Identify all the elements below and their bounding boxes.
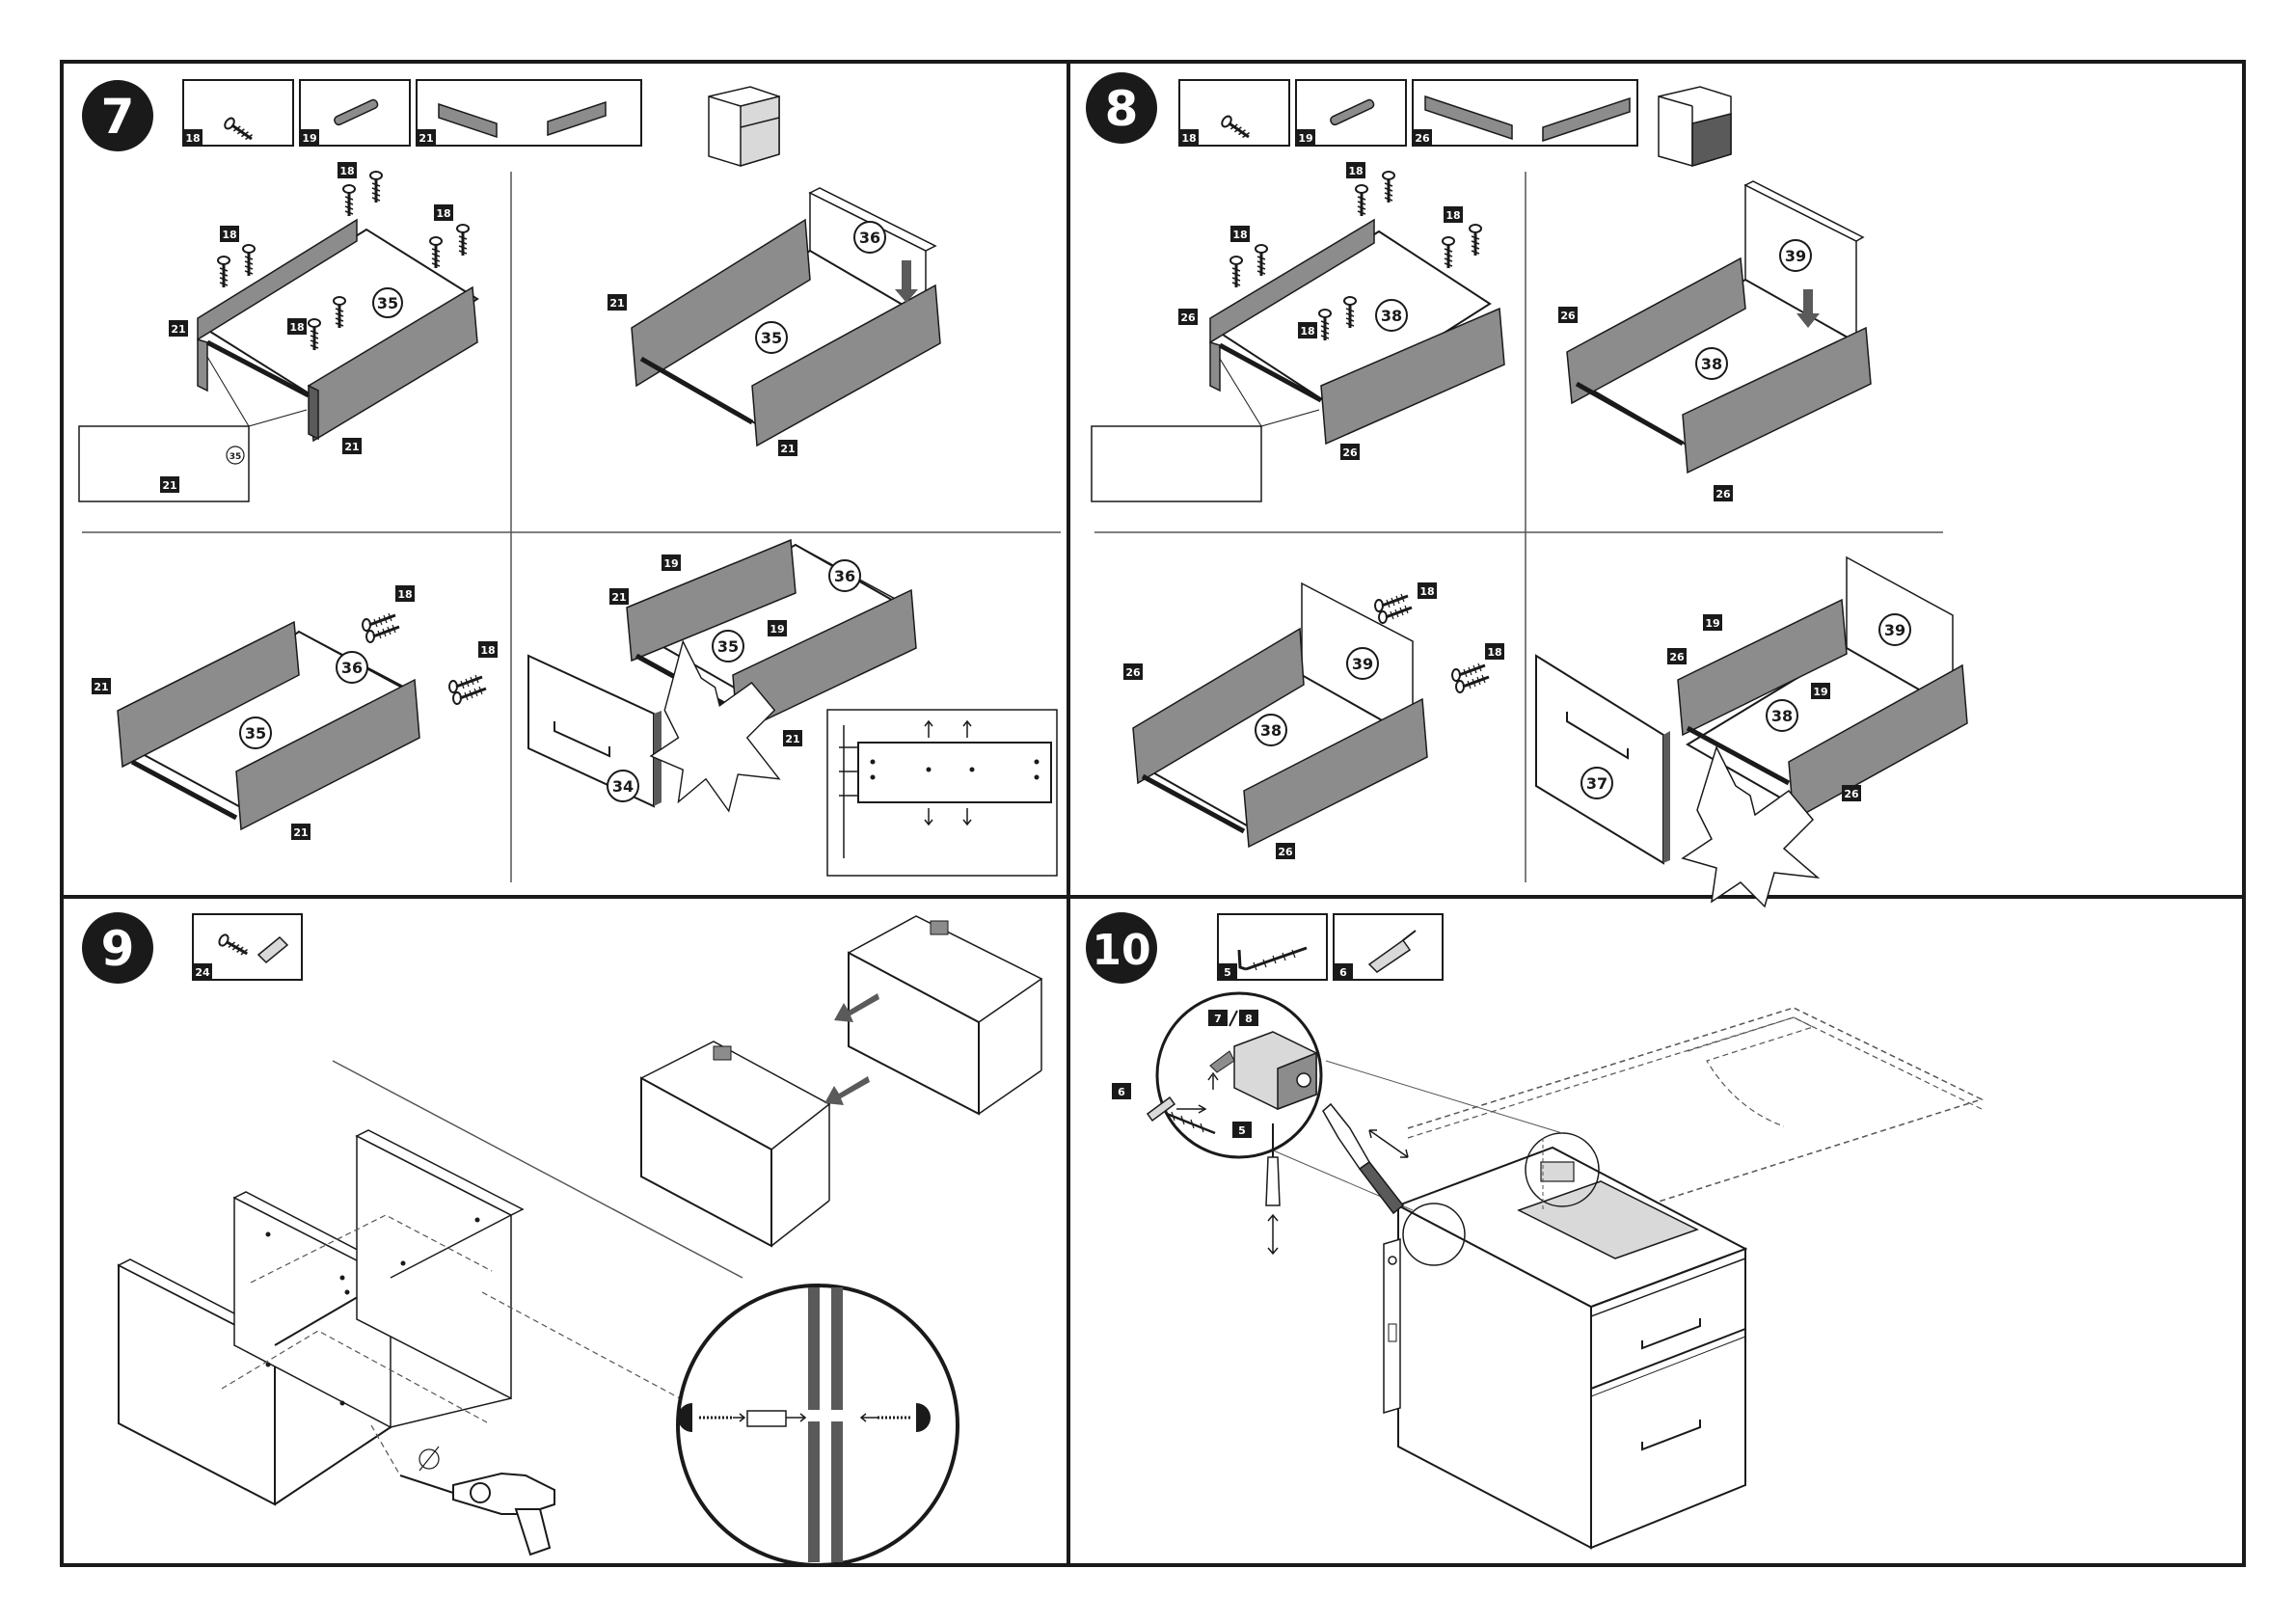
part-number: 19 — [302, 132, 316, 145]
part-number: 24 — [195, 966, 210, 979]
part-callout: 37 — [1586, 774, 1607, 793]
part-number: 21 — [162, 479, 176, 492]
step-8-back-panel: 39 38 26 26 — [1558, 181, 1871, 501]
part-number: 21 — [609, 297, 624, 310]
part-callout: 39 — [1352, 655, 1373, 673]
part-number: 18 — [436, 207, 450, 220]
part-number: 21 — [293, 826, 308, 839]
step-7-drawer-sides: 18 18 18 18 21 21 35 35 21 — [79, 162, 477, 501]
detail-inset — [1092, 426, 1261, 501]
part-number: 19 — [1298, 132, 1312, 145]
part-number: 21 — [171, 323, 185, 336]
step-9-header: 9 24 — [82, 912, 302, 984]
step-7-back-panel: 36 35 21 21 — [608, 188, 940, 456]
part-number: 21 — [419, 132, 433, 145]
part-number: 26 — [1125, 666, 1141, 679]
part-number: 21 — [611, 591, 626, 604]
part-number: 18 — [1487, 646, 1501, 659]
part-callout: 36 — [859, 229, 880, 247]
part-number: 18 — [1232, 229, 1247, 241]
step-number: 10 — [1092, 926, 1150, 975]
part-callout: 39 — [1884, 621, 1905, 639]
part-callout: 38 — [1771, 707, 1793, 725]
part-number: 26 — [1342, 446, 1358, 459]
part-number: 19 — [770, 623, 784, 636]
part-number: 26 — [1415, 132, 1430, 145]
part-number: 18 — [222, 229, 236, 241]
part-number: 18 — [1181, 132, 1196, 145]
step-8-drawer-sides: 18 18 18 18 26 26 38 — [1092, 162, 1504, 501]
part-callout: 34 — [612, 777, 634, 796]
part-callout: 38 — [1701, 355, 1722, 373]
part-number: 18 — [339, 165, 354, 177]
part-number: 19 — [1705, 617, 1719, 630]
part-callout: 35 — [377, 294, 398, 312]
part-number: 21 — [780, 443, 795, 455]
part-number: 21 — [344, 441, 359, 453]
step-7-front-panel: 19 19 21 21 36 35 34 — [528, 540, 1057, 876]
step-10-desk-mount: 7 8 6 5 — [1112, 993, 1982, 1548]
part-number: 26 — [1180, 311, 1196, 324]
part-number: 19 — [663, 557, 678, 570]
screwdriver-icon — [1323, 1104, 1408, 1213]
part-number: 26 — [1560, 310, 1576, 322]
part-number: 7 — [1214, 1013, 1222, 1025]
cabinet-thumbnail — [1659, 87, 1731, 166]
part-number: 18 — [1419, 585, 1434, 598]
part-callout: 35 — [245, 724, 266, 743]
part-number: 18 — [1300, 325, 1314, 338]
part-number: 18 — [1348, 165, 1363, 177]
cabinet-thumbnail — [709, 87, 779, 166]
part-callout: 35 — [761, 329, 782, 347]
part-number: 26 — [1669, 651, 1685, 663]
part-number: 19 — [1813, 686, 1827, 698]
part-number: 26 — [1278, 846, 1293, 858]
part-callout: 35 — [230, 452, 242, 462]
part-number: 18 — [480, 644, 495, 657]
part-number: 26 — [1844, 788, 1859, 800]
step-number: 9 — [101, 921, 135, 977]
part-callout: 38 — [1381, 307, 1402, 325]
part-callout: 38 — [1260, 721, 1282, 740]
step-9-cabinets — [119, 916, 1041, 1565]
part-number: 18 — [397, 588, 412, 601]
step-8-front-panel: 19 19 26 26 39 38 37 — [1536, 557, 1967, 906]
part-number: 21 — [785, 733, 799, 745]
part-number: 18 — [1445, 209, 1460, 222]
part-number: 5 — [1224, 966, 1231, 979]
arrow-icon — [824, 1076, 870, 1105]
part-callout: 35 — [717, 637, 739, 656]
step-7-header: 7 18 19 21 — [82, 80, 779, 166]
step-8-header: 8 18 19 26 — [1086, 72, 1731, 166]
part-number: 5 — [1238, 1124, 1246, 1137]
part-number: 21 — [94, 681, 108, 693]
part-number: 18 — [289, 321, 304, 334]
part-callout: 39 — [1785, 247, 1806, 265]
part-callout: 36 — [341, 659, 363, 677]
part-number: 26 — [1715, 488, 1731, 500]
part-number: 18 — [185, 132, 200, 145]
step-number: 8 — [1105, 81, 1139, 137]
step-7-side-screws: 18 18 21 21 36 35 — [92, 585, 498, 840]
step-number: 7 — [101, 89, 135, 145]
step-10-header: 10 5 6 — [1086, 912, 1443, 984]
part-number: 6 — [1118, 1086, 1125, 1098]
drill-icon — [371, 1425, 554, 1555]
part-number: 8 — [1245, 1013, 1253, 1025]
step-8-side-screws: 18 18 26 26 39 38 — [1123, 582, 1504, 859]
part-callout: 36 — [834, 567, 855, 585]
part-number: 6 — [1339, 966, 1347, 979]
